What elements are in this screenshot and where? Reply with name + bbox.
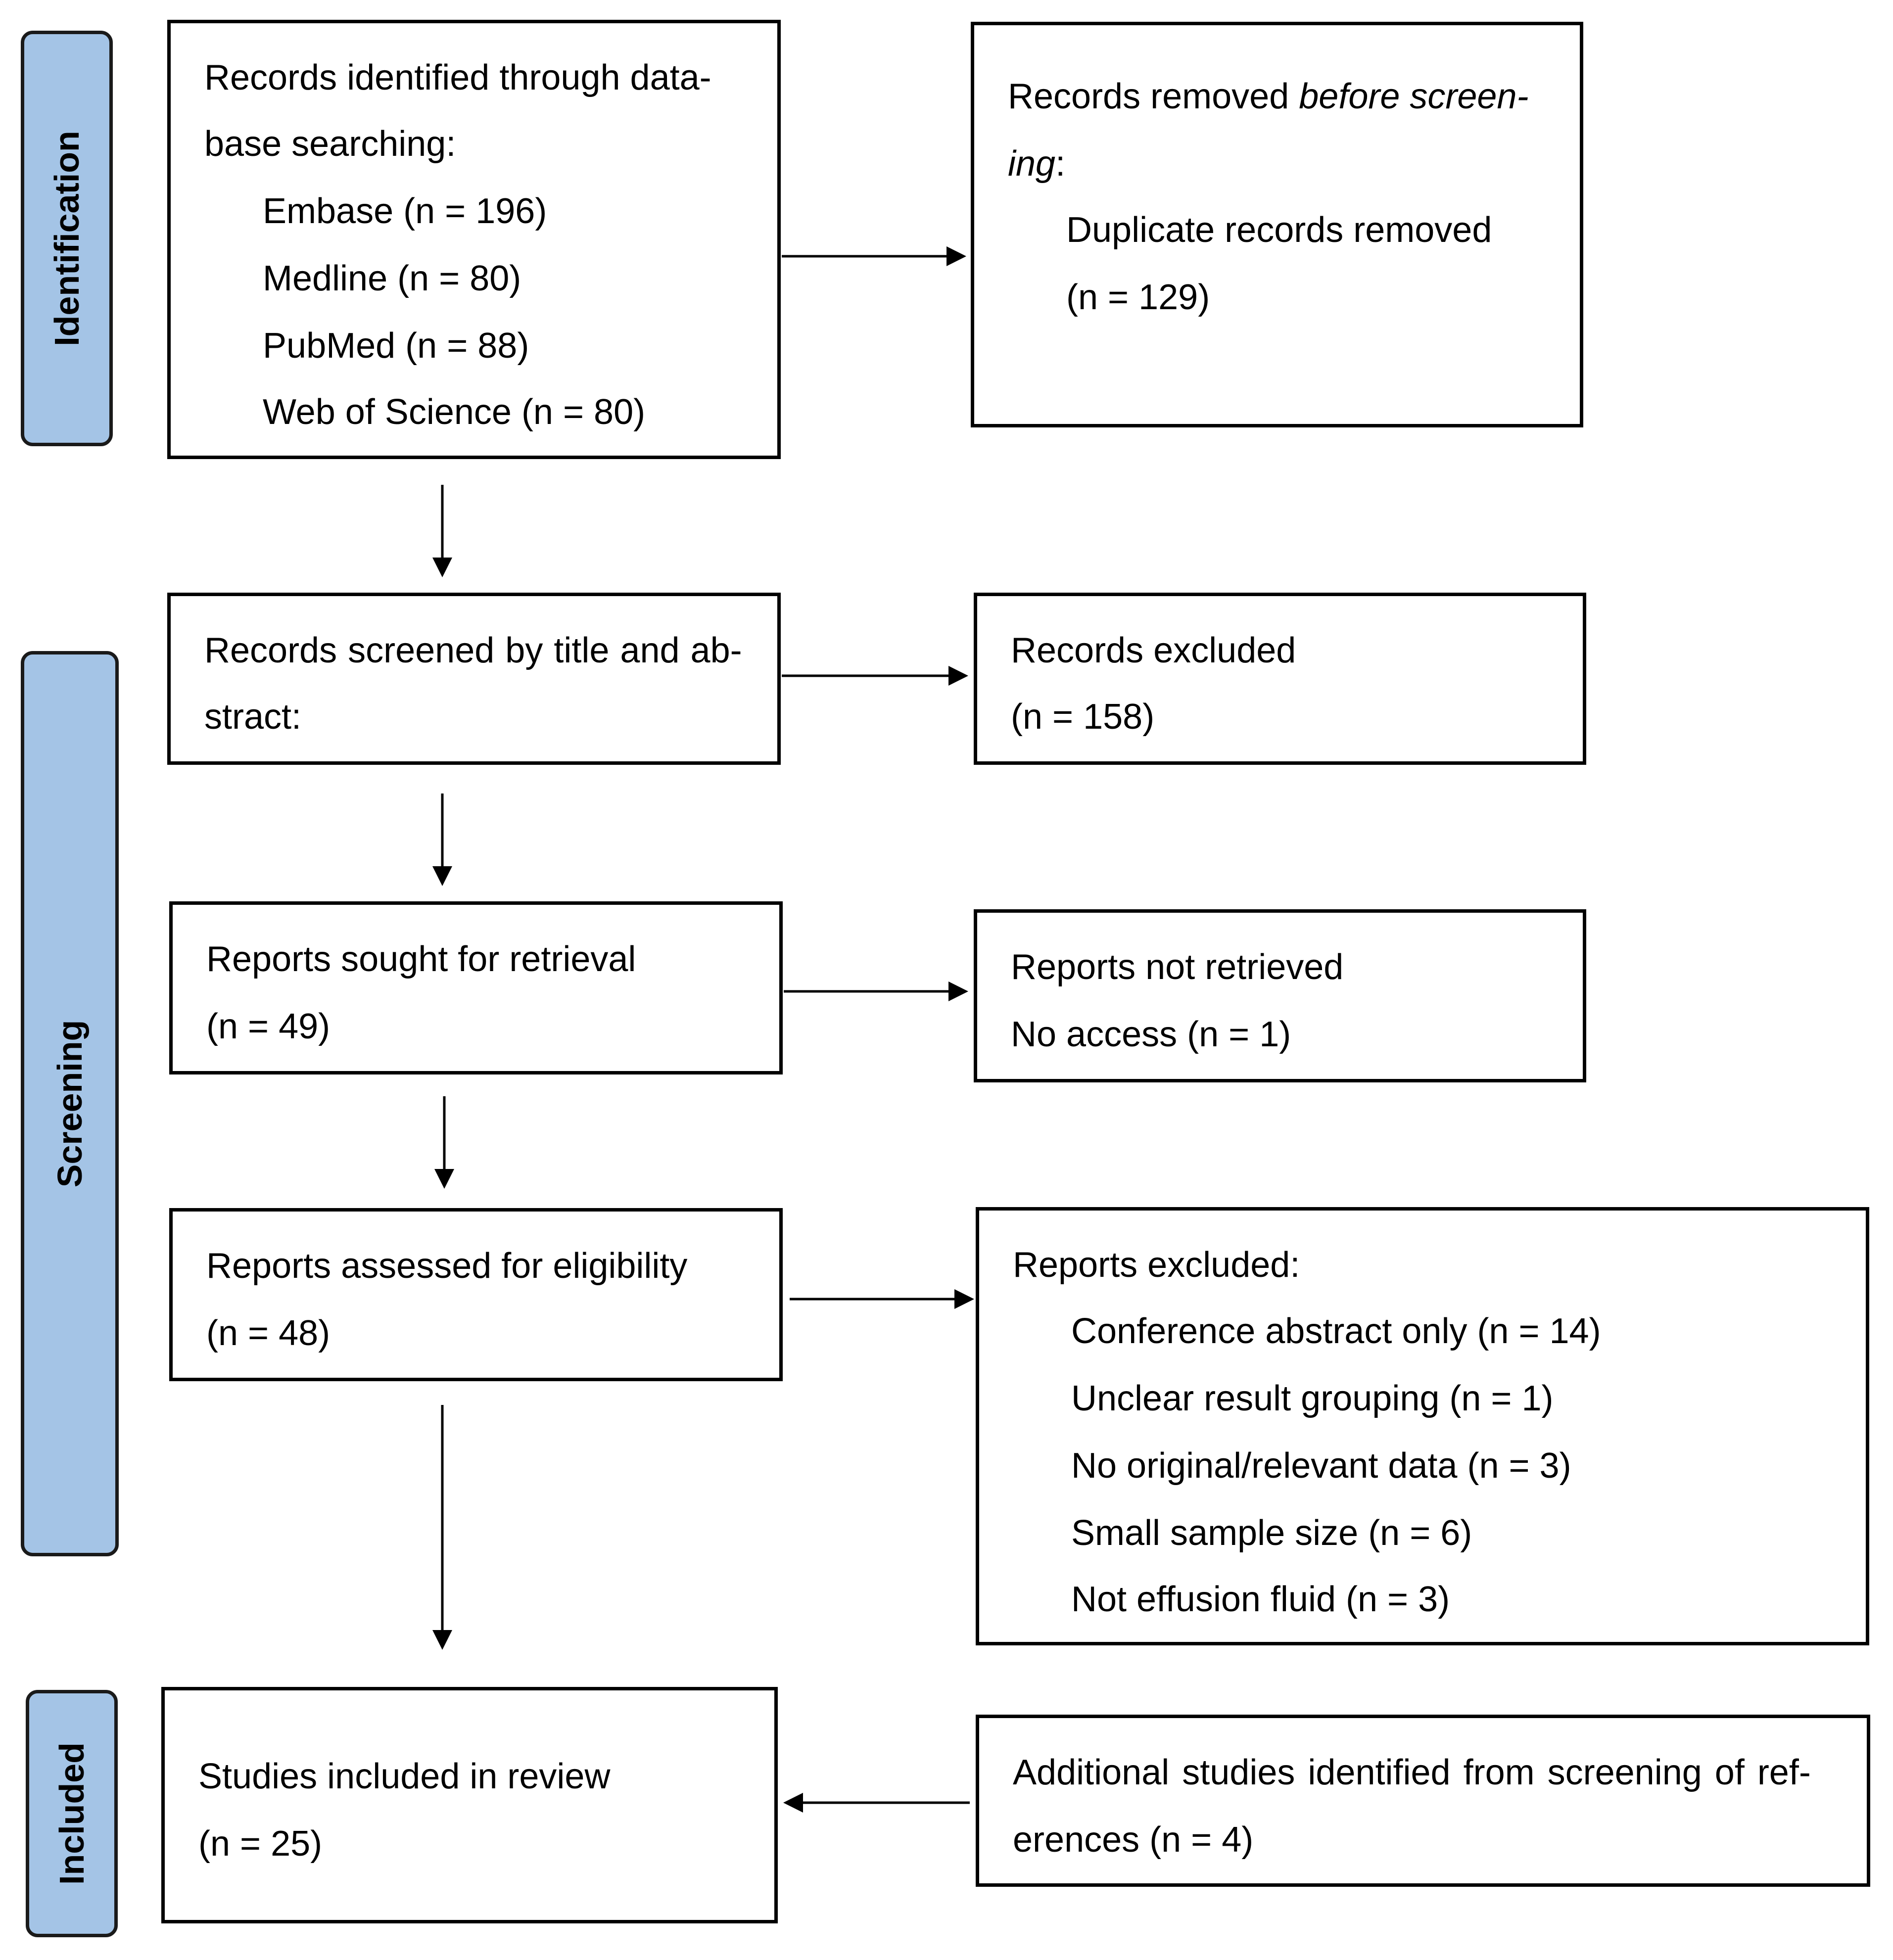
reports-sought-label: Reports sought for retrieval (206, 939, 636, 979)
studies-included-count: (n = 25) (198, 1824, 323, 1864)
exclusion-reason-small-sample: Small sample size (n = 6) (1071, 1513, 1472, 1553)
phase-included: Included (26, 1690, 118, 1937)
phase-identification: Identification (21, 31, 113, 446)
additional-studies-line-2: erences (n = 4) (1013, 1820, 1254, 1860)
exclusion-reason-conference-abstract: Conference abstract only (n = 14) (1071, 1311, 1601, 1351)
records-identified-heading-2: base searching: (204, 124, 456, 164)
reports-assessed-box: Reports assessed for eligibility (n = 48… (169, 1208, 783, 1381)
records-removed-heading-1: Records removed before screen- (1008, 77, 1529, 116)
source-medline: Medline (n = 80) (263, 259, 521, 298)
duplicates-removed-count: (n = 129) (1066, 278, 1210, 317)
records-screened-line-2: stract: (204, 697, 302, 737)
duplicates-removed-label: Duplicate records removed (1066, 210, 1492, 250)
records-removed-heading-2: ing: (1008, 144, 1066, 184)
exclusion-reason-no-original-data: No original/relevant data (n = 3) (1071, 1446, 1571, 1486)
source-pubmed: PubMed (n = 88) (263, 326, 529, 366)
records-identified-box: Records identified through data- base se… (167, 20, 781, 459)
records-excluded-label: Records excluded (1011, 631, 1296, 670)
records-identified-heading-1: Records identified through data- (204, 58, 711, 97)
records-screened-line-1: Records screened by title and ab- (204, 631, 742, 670)
reports-assessed-count: (n = 48) (206, 1313, 331, 1353)
records-excluded-box: Records excluded (n = 158) (974, 593, 1586, 765)
reports-not-retrieved-box: Reports not retrieved No access (n = 1) (974, 909, 1586, 1082)
records-excluded-count: (n = 158) (1011, 697, 1155, 737)
source-web-of-science: Web of Science (n = 80) (263, 392, 646, 432)
reports-not-retrieved-reason: No access (n = 1) (1011, 1015, 1291, 1054)
phase-screening: Screening (21, 651, 119, 1556)
reports-excluded-box: Reports excluded: Conference abstract on… (976, 1207, 1869, 1645)
exclusion-reason-not-effusion-fluid: Not effusion fluid (n = 3) (1071, 1580, 1450, 1619)
reports-sought-box: Reports sought for retrieval (n = 49) (169, 901, 783, 1074)
reports-sought-count: (n = 49) (206, 1007, 331, 1046)
studies-included-box: Studies included in review (n = 25) (161, 1687, 778, 1923)
additional-studies-line-1: Additional studies identified from scree… (1013, 1753, 1811, 1792)
records-removed-box: Records removed before screen- ing: Dupl… (971, 22, 1583, 427)
source-embase: Embase (n = 196) (263, 191, 547, 231)
exclusion-reason-unclear-grouping: Unclear result grouping (n = 1) (1071, 1379, 1554, 1418)
records-screened-box: Records screened by title and ab- stract… (167, 593, 781, 765)
studies-included-label: Studies included in review (198, 1757, 611, 1796)
reports-not-retrieved-label: Reports not retrieved (1011, 947, 1344, 987)
reports-excluded-heading: Reports excluded: (1013, 1245, 1300, 1285)
additional-studies-box: Additional studies identified from scree… (976, 1715, 1870, 1887)
reports-assessed-label: Reports assessed for eligibility (206, 1246, 688, 1286)
